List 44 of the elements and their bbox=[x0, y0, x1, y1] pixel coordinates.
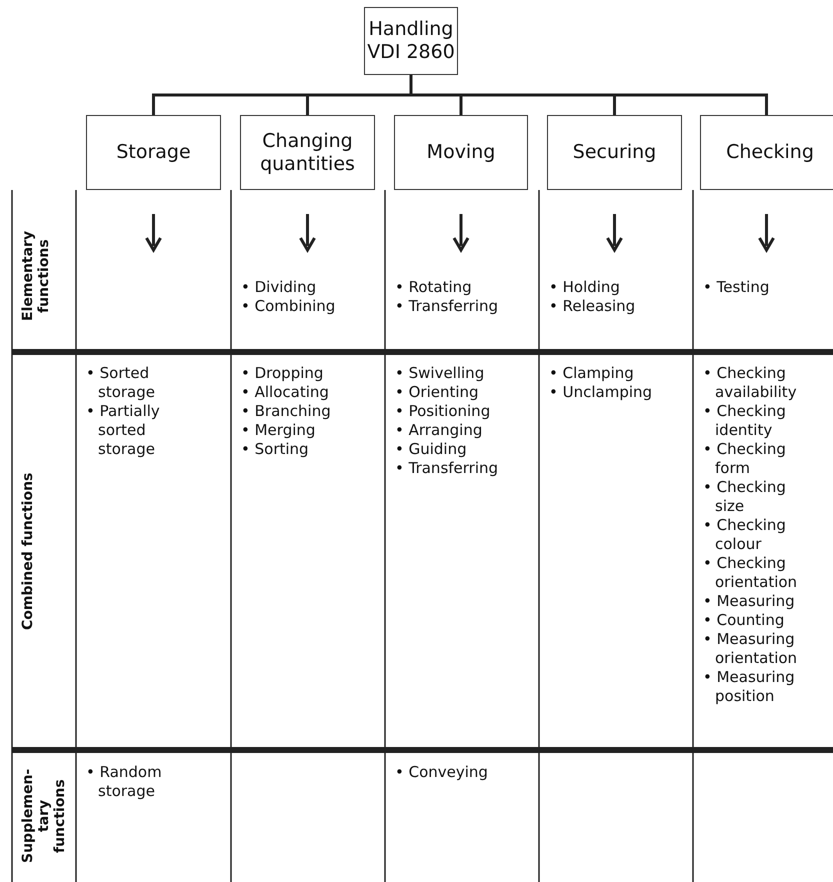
row-header: Supplemen-tary functions bbox=[20, 768, 69, 866]
function-item: • Merging bbox=[241, 421, 316, 440]
function-item: • Sorted storage bbox=[86, 364, 156, 402]
function-item: • Checking size bbox=[703, 478, 787, 516]
function-item: • Clamping bbox=[549, 364, 634, 383]
function-item: • Testing bbox=[703, 278, 770, 297]
function-item: • Random storage bbox=[86, 763, 163, 801]
function-item: • Measuring orientation bbox=[703, 630, 798, 668]
row-header: Combined functions bbox=[20, 471, 36, 632]
function-item: • Holding bbox=[549, 278, 620, 297]
function-item: • Combining bbox=[241, 297, 336, 316]
function-item: • Swivelling bbox=[395, 364, 484, 383]
function-item: • Measuring position bbox=[703, 668, 796, 706]
function-item: • Partially sorted storage bbox=[86, 402, 161, 459]
function-item: • Guiding bbox=[395, 440, 467, 459]
function-item: • Checking availability bbox=[703, 364, 798, 402]
function-item: • Transferring bbox=[395, 297, 498, 316]
function-item: • Releasing bbox=[549, 297, 636, 316]
function-item: • Checking colour bbox=[703, 516, 787, 554]
function-item: • Checking form bbox=[703, 440, 787, 478]
function-item: • Sorting bbox=[241, 440, 309, 459]
function-item: • Checking identity bbox=[703, 402, 787, 440]
function-box: Changing quantities bbox=[240, 115, 375, 190]
function-box: Moving bbox=[394, 115, 528, 190]
function-box: Storage bbox=[86, 115, 221, 190]
function-item: • Dividing bbox=[241, 278, 316, 297]
function-item: • Rotating bbox=[395, 278, 472, 297]
function-item: • Transferring bbox=[395, 459, 498, 478]
connector-line bbox=[410, 75, 768, 115]
function-box: Handling VDI 2860 bbox=[364, 7, 458, 75]
function-item: • Conveying bbox=[395, 763, 488, 782]
function-item: • Checking orientation bbox=[703, 554, 798, 592]
function-item: • Counting bbox=[703, 611, 784, 630]
function-item: • Dropping bbox=[241, 364, 324, 383]
function-item: • Positioning bbox=[395, 402, 490, 421]
row-header: Elementary functions bbox=[20, 230, 52, 324]
function-box: Checking bbox=[700, 115, 833, 190]
function-item: • Orienting bbox=[395, 383, 479, 402]
function-item: • Arranging bbox=[395, 421, 482, 440]
function-item: • Allocating bbox=[241, 383, 329, 402]
function-box: Securing bbox=[547, 115, 682, 190]
function-item: • Measuring bbox=[703, 592, 795, 611]
function-item: • Branching bbox=[241, 402, 331, 421]
function-item: • Unclamping bbox=[549, 383, 652, 402]
